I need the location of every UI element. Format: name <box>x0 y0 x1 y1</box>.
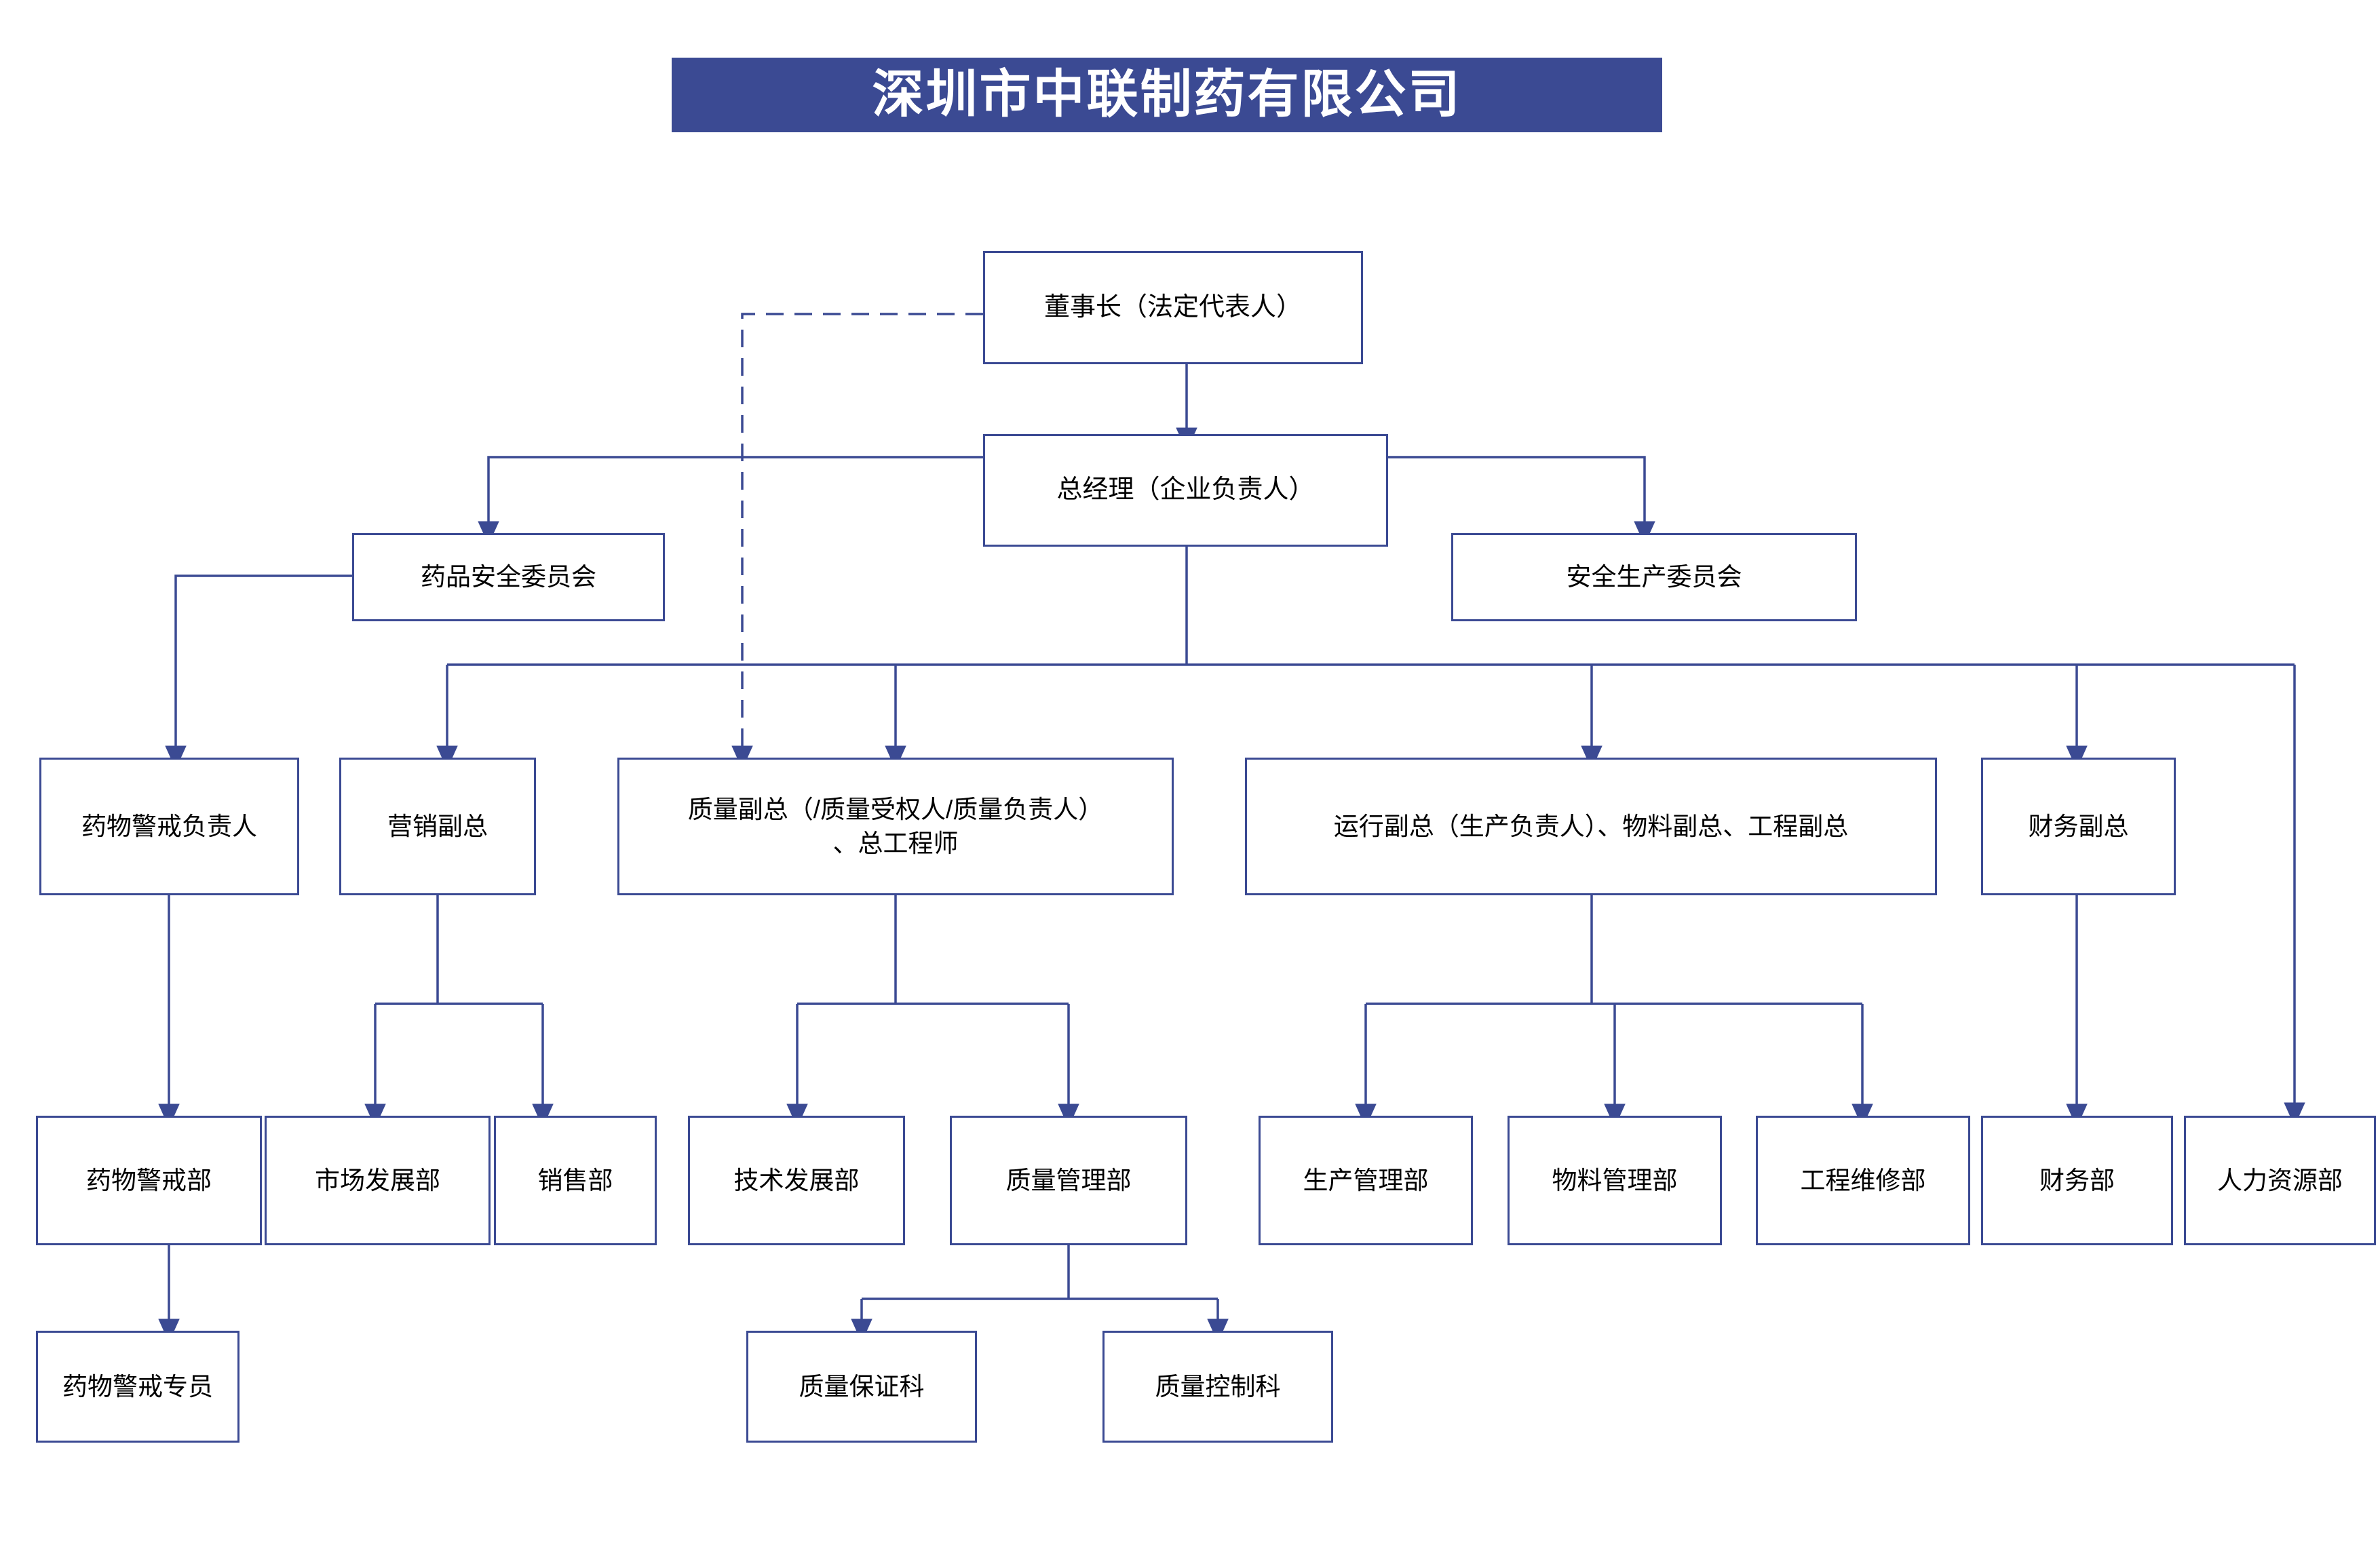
wire-gm-to-drug-safety-committee <box>478 456 983 545</box>
node-material-management-dept[interactable]: 物料管理部 <box>1508 1116 1722 1245</box>
node-general-manager[interactable]: 总经理（企业负责人） <box>983 434 1388 547</box>
node-pharmacovigilance-officer[interactable]: 药物警戒专员 <box>36 1331 239 1443</box>
node-pharmacovigilance-dept[interactable]: 药物警戒部 <box>36 1116 262 1245</box>
node-sales-dept[interactable]: 销售部 <box>494 1116 657 1245</box>
wire-drug-safety-committee-to-pv-head <box>165 574 352 770</box>
node-finance-vp[interactable]: 财务副总 <box>1981 758 2176 895</box>
node-quality-assurance-section[interactable]: 质量保证科 <box>746 1331 977 1443</box>
node-production-management-dept[interactable]: 生产管理部 <box>1259 1116 1473 1245</box>
node-quality-vp[interactable]: 质量副总（/质量受权人/质量负责人） 、总工程师 <box>617 758 1174 895</box>
node-market-development-dept[interactable]: 市场发展部 <box>265 1116 491 1245</box>
node-marketing-vp[interactable]: 营销副总 <box>339 758 536 895</box>
node-engineering-maintenance-dept[interactable]: 工程维修部 <box>1756 1116 1970 1245</box>
page-title: 深圳市中联制药有限公司 <box>672 58 1662 132</box>
node-technical-development-dept[interactable]: 技术发展部 <box>688 1116 905 1245</box>
node-finance-dept[interactable]: 财务部 <box>1981 1116 2173 1245</box>
node-human-resources-dept[interactable]: 人力资源部 <box>2184 1116 2376 1245</box>
node-production-safety-committee[interactable]: 安全生产委员会 <box>1451 533 1857 621</box>
node-quality-control-section[interactable]: 质量控制科 <box>1102 1331 1333 1443</box>
node-drug-safety-committee[interactable]: 药品安全委员会 <box>352 533 665 621</box>
node-chairman[interactable]: 董事长（法定代表人） <box>983 251 1363 364</box>
wire-chairman-to-quality-vp-dashed <box>731 313 983 770</box>
node-quality-management-dept[interactable]: 质量管理部 <box>950 1116 1187 1245</box>
node-operations-vp[interactable]: 运行副总（生产负责人）、物料副总、工程副总 <box>1245 758 1937 895</box>
wire-gm-to-production-safety-committee <box>1388 456 1655 545</box>
node-pharmacovigilance-head[interactable]: 药物警戒负责人 <box>39 758 299 895</box>
